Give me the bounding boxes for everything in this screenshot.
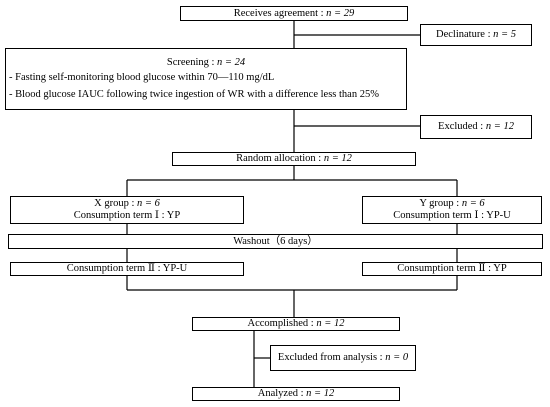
x-group-title: X group : n = 6 (94, 198, 160, 210)
analyzed-box: Analyzed : n = 12 (192, 387, 400, 401)
random-allocation-box: Random allocation : n = 12 (172, 152, 416, 166)
screening-box: Screening : n = 24 - Fasting self-monito… (5, 48, 407, 110)
y-group-title: Y group : n = 6 (419, 198, 484, 210)
agreement-count: n = 29 (326, 7, 355, 19)
analyzed-count: n = 12 (306, 388, 335, 399)
washout-box: Washout（6 days） (8, 234, 543, 249)
screening-criterion-fasting: - Fasting self-monitoring blood glucose … (9, 72, 275, 83)
x-group-label: X group : (94, 198, 138, 209)
excluded-analysis-label: Excluded from analysis : (277, 352, 386, 363)
random-allocation-count: n = 12 (323, 153, 352, 164)
screening-label: Screening : (166, 57, 218, 68)
y-group-count: n = 6 (461, 198, 485, 209)
excluded-label: Excluded : (438, 121, 486, 132)
x-term2-box: Consumption term Ⅱ : YP-U (10, 262, 244, 276)
excluded-box: Excluded : n = 12 (420, 115, 532, 139)
x-group-box: X group : n = 6 Consumption term Ⅰ : YP (10, 196, 244, 224)
excluded-analysis-box: Excluded from analysis : n = 0 (270, 345, 416, 371)
accomplished-label: Accomplished : (247, 318, 317, 329)
accomplished-box: Accomplished : n = 12 (192, 317, 400, 331)
analyzed-label: Analyzed : (257, 388, 307, 399)
y-group-label: Y group : (419, 198, 462, 209)
agreement-label: Receives agreement : (233, 7, 327, 19)
y-group-term: Consumption term Ⅰ : YP-U (393, 210, 511, 221)
screening-count: n = 24 (217, 57, 246, 68)
washout-label: Washout（6 days） (233, 235, 318, 247)
excluded-count: n = 12 (485, 121, 514, 132)
x-group-count: n = 6 (137, 198, 160, 209)
y-term2-label: Consumption term Ⅱ : YP (397, 263, 507, 274)
screening-title: Screening : n = 24 (9, 57, 403, 69)
declinature-label: Declinature : (436, 29, 494, 40)
y-group-box: Y group : n = 6 Consumption term Ⅰ : YP-… (362, 196, 542, 224)
screening-criterion-iauc: - Blood glucose IAUC following twice ing… (9, 89, 379, 100)
x-group-term: Consumption term Ⅰ : YP (73, 210, 181, 221)
agreement-box: Receives agreement : n = 29 (180, 6, 408, 21)
y-term2-box: Consumption term Ⅱ : YP (362, 262, 542, 276)
random-allocation-label: Random allocation : (236, 153, 324, 164)
accomplished-count: n = 12 (316, 318, 345, 329)
excluded-analysis-count: n = 0 (385, 352, 409, 363)
declinature-count: n = 5 (493, 29, 516, 40)
x-term2-label: Consumption term Ⅱ : YP-U (66, 263, 188, 274)
declinature-box: Declinature : n = 5 (420, 24, 532, 46)
